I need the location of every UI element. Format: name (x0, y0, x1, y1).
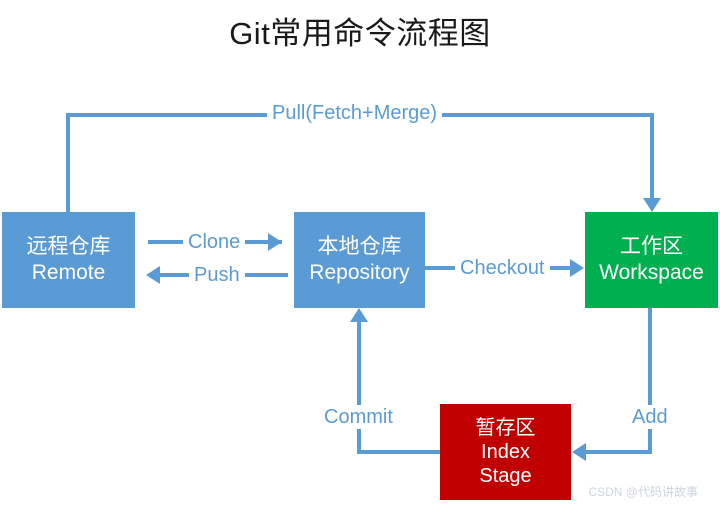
edge-add-segment-left (582, 450, 652, 454)
edge-push-arrowhead (146, 266, 160, 284)
edge-commit-arrowhead (350, 308, 368, 322)
edge-commit-segment-up (357, 320, 361, 452)
edge-checkout-arrowhead (570, 259, 584, 277)
edge-add-segment-down (648, 308, 652, 454)
edge-pull-arrowhead (643, 198, 661, 212)
node-workspace[interactable]: 工作区 Workspace (585, 212, 718, 308)
edge-label-add: Add (627, 405, 673, 429)
node-remote-label-cn: 远程仓库 (26, 235, 111, 258)
edge-label-checkout: Checkout (455, 256, 550, 280)
edge-label-commit: Commit (319, 405, 398, 429)
edge-add-arrowhead (572, 443, 586, 461)
node-index-label-cn: 暂存区 (475, 417, 536, 439)
node-index[interactable]: 暂存区 Index Stage (440, 404, 571, 500)
edge-label-push: Push (189, 263, 245, 287)
edge-clone-arrowhead (268, 233, 282, 251)
edge-commit-segment-left (357, 450, 443, 454)
node-repository-label-cn: 本地仓库 (317, 235, 402, 258)
node-index-label-en2: Stage (479, 465, 532, 487)
node-repository-label-en: Repository (309, 261, 410, 284)
edge-label-clone: Clone (183, 230, 246, 254)
edge-pull-segment-down (650, 113, 654, 201)
page-title: Git常用命令流程图 (229, 16, 491, 51)
node-repository[interactable]: 本地仓库 Repository (294, 212, 425, 308)
watermark: CSDN @代码讲故事 (588, 485, 698, 499)
node-workspace-label-en: Workspace (599, 261, 704, 284)
node-index-label-en: Index (481, 441, 530, 463)
node-workspace-label-cn: 工作区 (620, 235, 683, 258)
node-remote[interactable]: 远程仓库 Remote (2, 212, 135, 308)
node-remote-label-en: Remote (31, 261, 106, 284)
edge-label-pull: Pull(Fetch+Merge) (267, 101, 443, 125)
edge-pull-segment-up (66, 113, 70, 214)
